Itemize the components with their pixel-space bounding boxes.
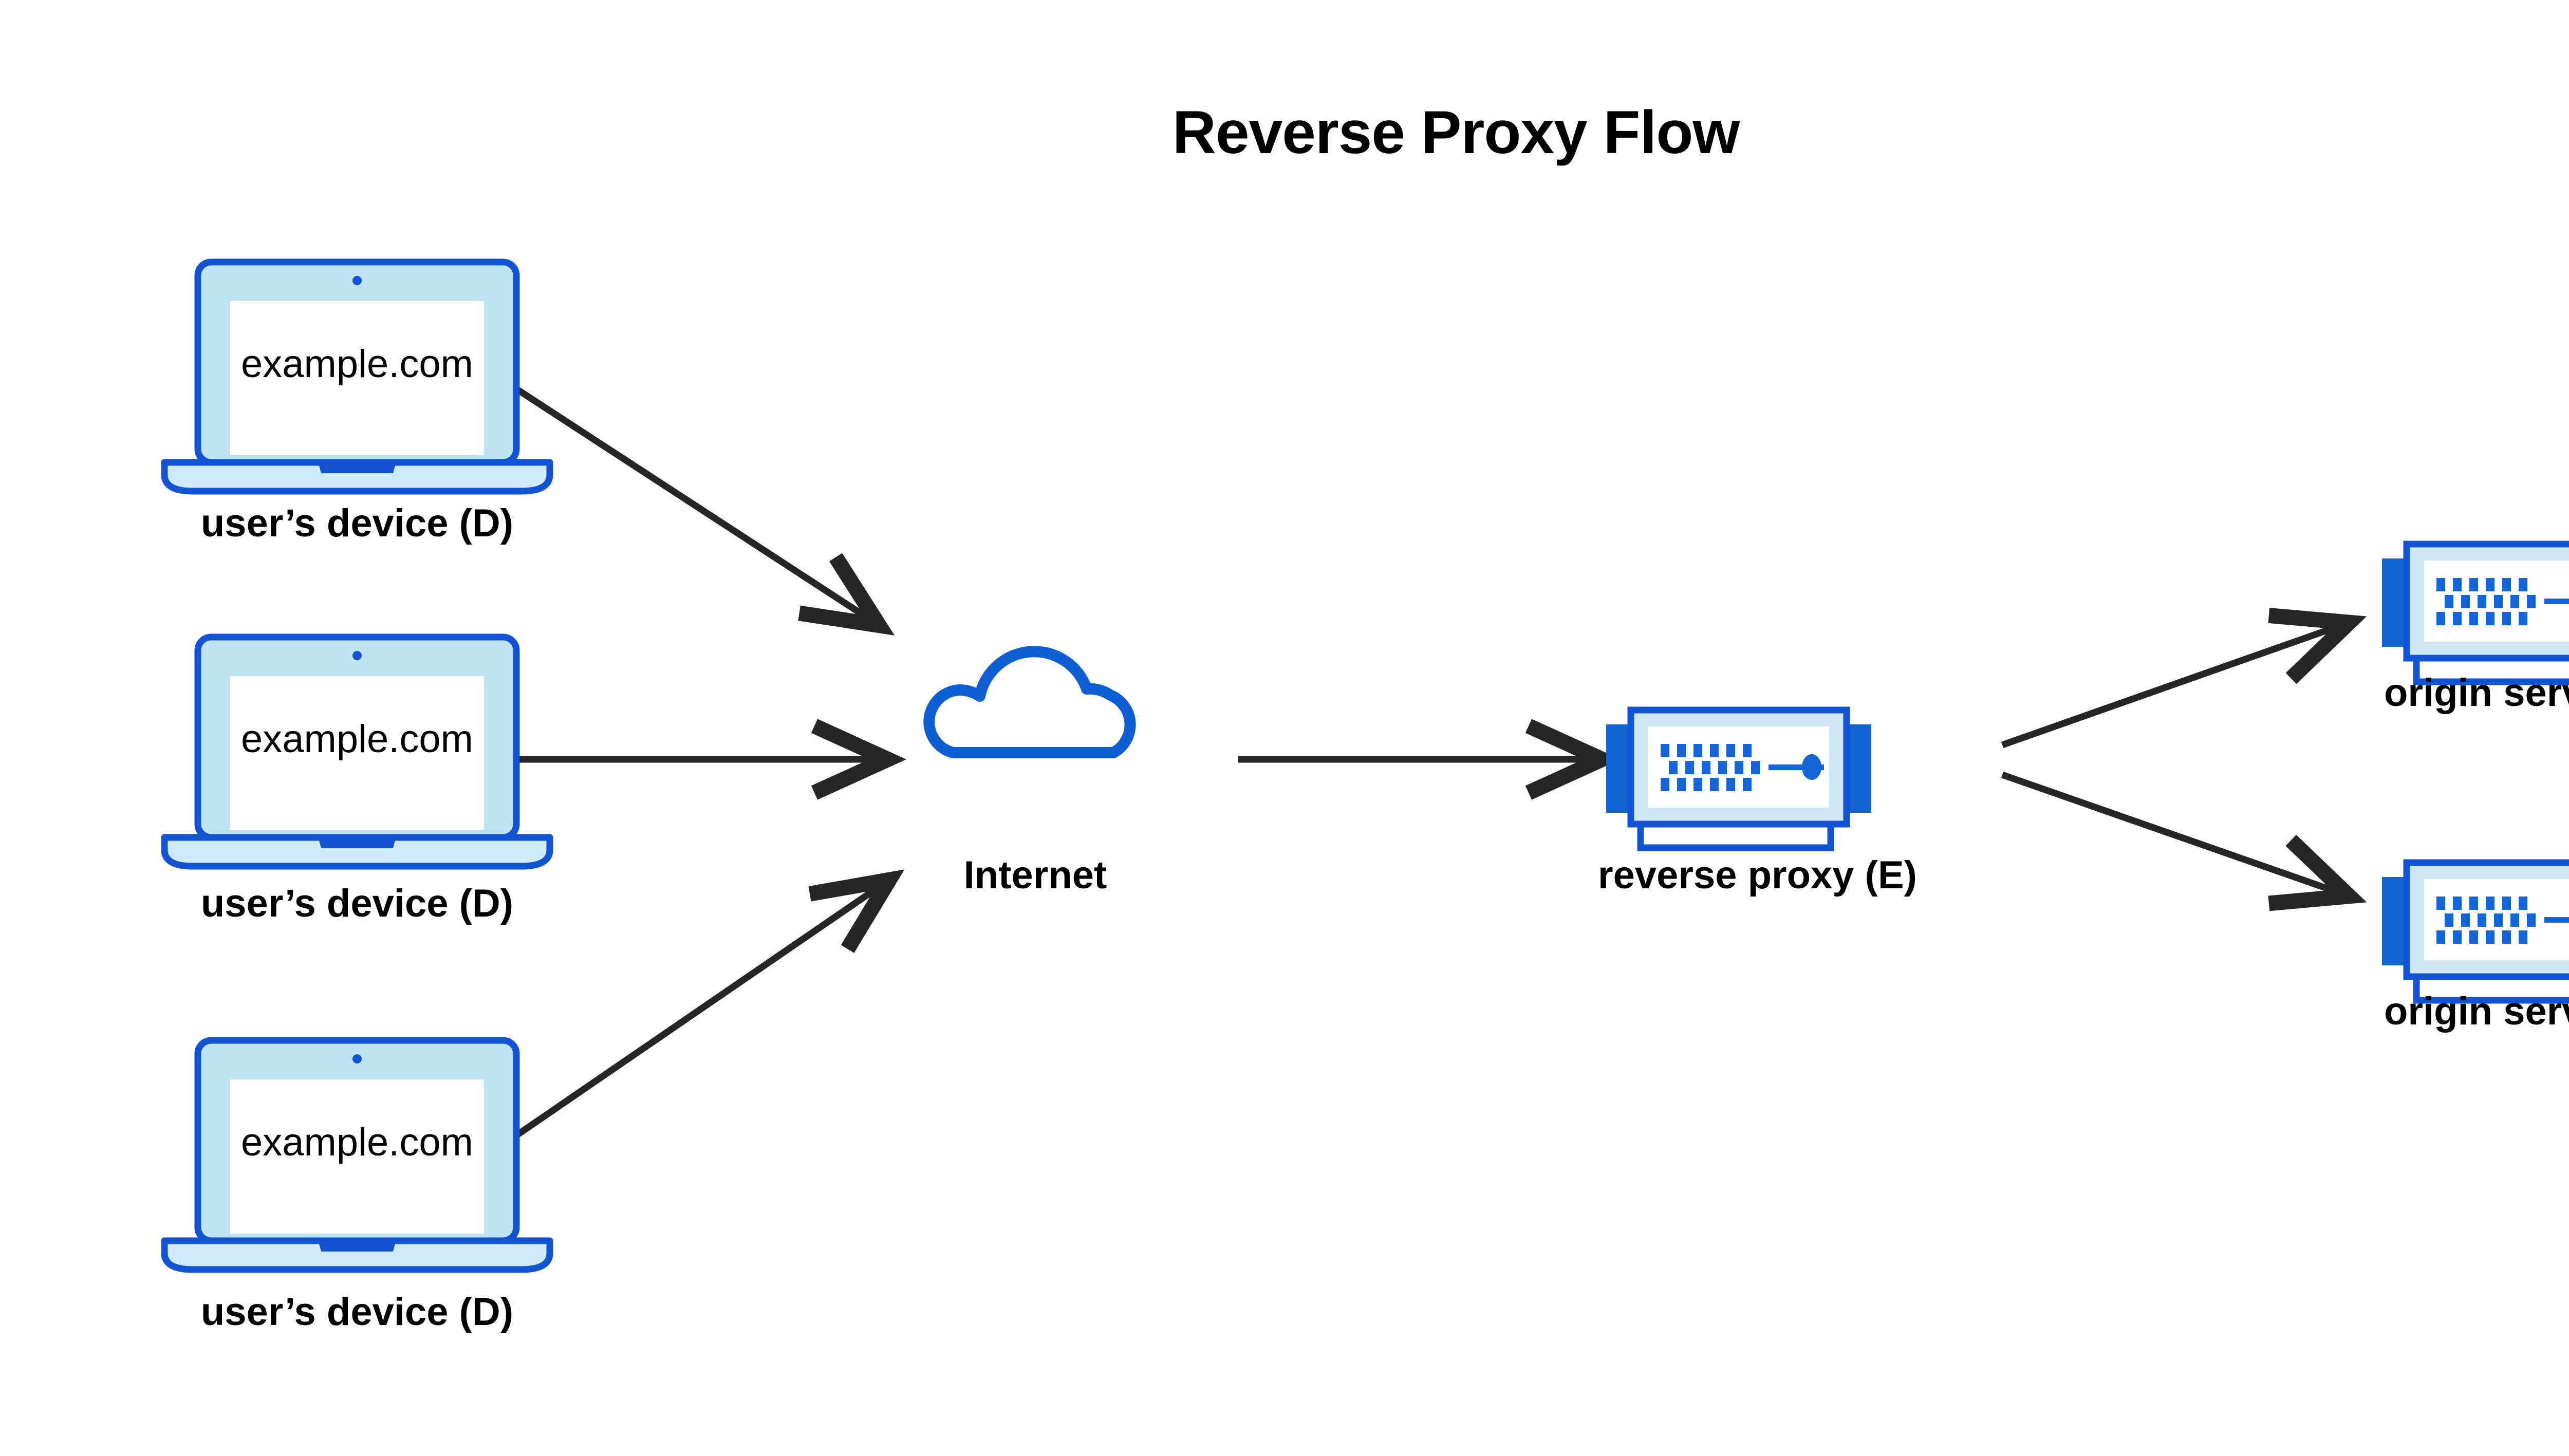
label-origin-top: origin server (F)	[2384, 671, 2569, 715]
edge-reverse-proxy-to-origin-top	[2001, 625, 2343, 749]
label-client-middle: user’s device (D)	[200, 882, 514, 925]
edge-client-top-to-internet	[514, 386, 873, 622]
edge-reverse-proxy-to-origin-bottom	[2001, 771, 2343, 894]
page-title: Reverse Proxy Flow	[1172, 99, 1740, 166]
label-client-bottom: user’s device (D)	[200, 1290, 514, 1334]
server-icon-origin-top	[2382, 544, 2569, 682]
screen-text-client-middle: example.com	[241, 717, 473, 761]
edge-client-bottom-to-internet	[514, 884, 884, 1138]
label-client-top: user’s device (D)	[200, 501, 514, 545]
cloud-icon-internet	[929, 651, 1130, 753]
label-origin-bottom: origin server (F)	[2384, 990, 2569, 1033]
screen-text-client-top: example.com	[241, 342, 473, 386]
screen-text-client-bottom: example.com	[241, 1121, 473, 1164]
server-icon-origin-bottom	[2382, 863, 2569, 1000]
label-reverse-proxy: reverse proxy (E)	[1598, 853, 1917, 897]
server-icon-reverse-proxy	[1606, 710, 1871, 848]
label-internet: Internet	[963, 853, 1107, 897]
